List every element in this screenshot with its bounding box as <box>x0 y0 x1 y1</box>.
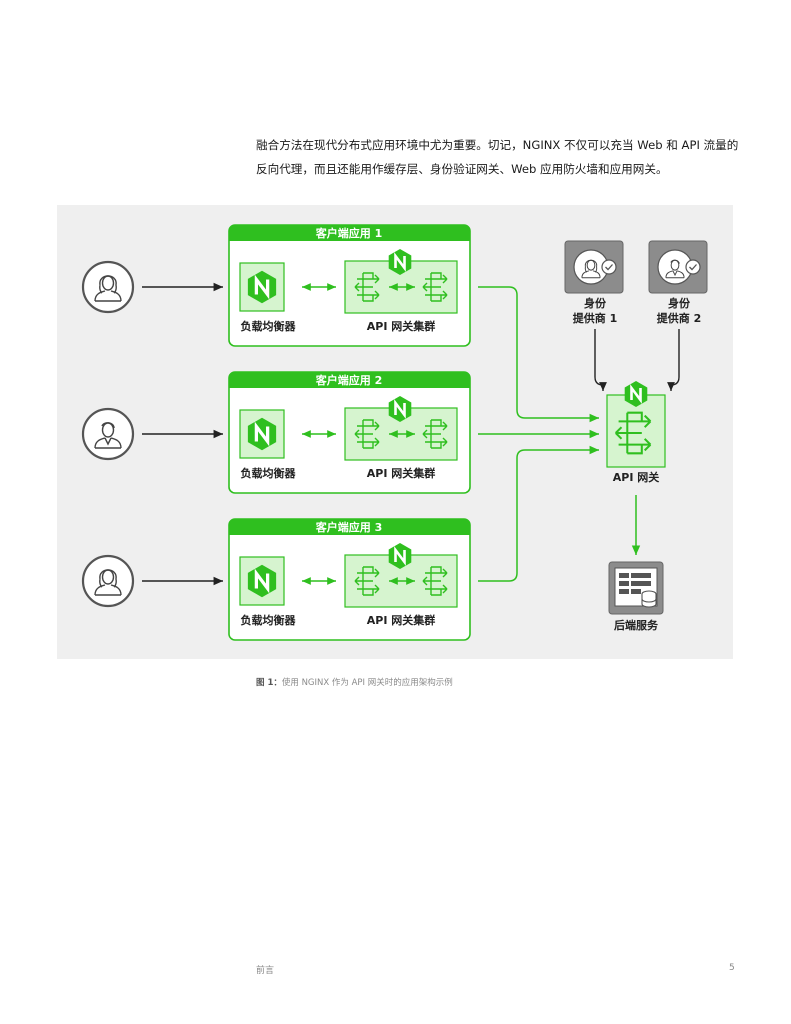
cluster-label-3: API 网关集群 <box>367 613 436 627</box>
architecture-diagram: 客户端应用 1 负载均衡器 API 网关集群 客户端应用 2 负载均衡器 API… <box>81 224 708 641</box>
backend-service <box>608 561 664 615</box>
architecture-figure: 客户端应用 1 负载均衡器 API 网关集群 客户端应用 2 负载均衡器 API… <box>57 205 733 659</box>
caption-prefix: 图 1： <box>256 678 282 688</box>
api-gateway <box>606 379 666 468</box>
identity-provider-1 <box>564 240 624 294</box>
intro-line-2: 反向代理，而且还能用作缓存层、身份验证网关、Web 应用防火墙和应用网关。 <box>256 162 668 176</box>
client-app-title-2: 客户端应用 2 <box>315 373 382 387</box>
figure-caption: 图 1：使用 NGINX 作为 API 网关时的应用架构示例 <box>256 676 453 688</box>
footer-section: 前言 <box>256 966 275 976</box>
caption-text: 使用 NGINX 作为 API 网关时的应用架构示例 <box>281 678 453 688</box>
cluster-label-2: API 网关集群 <box>367 466 436 480</box>
client-app-title-1: 客户端应用 1 <box>315 226 382 240</box>
client-app-title-3: 客户端应用 3 <box>315 520 382 534</box>
idp1-line1: 身份 <box>584 296 607 310</box>
api-gateway-label: API 网关 <box>613 470 660 484</box>
intro-line-1: 融合方法在现代分布式应用环境中尤为重要。切记，NGINX 不仅可以充当 Web … <box>256 138 739 152</box>
lb-label-2: 负载均衡器 <box>241 466 297 480</box>
page-number: 5 <box>729 963 735 973</box>
idp2-line1: 身份 <box>668 296 691 310</box>
flow-line-1 <box>478 286 599 423</box>
flow-line-3 <box>478 445 599 582</box>
lb-label-1: 负载均衡器 <box>241 319 297 333</box>
user-icon <box>81 554 135 608</box>
user-icon <box>81 260 135 314</box>
lb-label-3: 负载均衡器 <box>241 613 297 627</box>
identity-provider-2 <box>648 240 708 294</box>
backend-label: 后端服务 <box>614 618 659 632</box>
idp2-line2: 提供商 2 <box>657 311 701 325</box>
intro-paragraph: 融合方法在现代分布式应用环境中尤为重要。切记，NGINX 不仅可以充当 Web … <box>256 133 746 181</box>
user-icon <box>81 407 135 461</box>
idp1-line2: 提供商 1 <box>573 311 617 325</box>
cluster-label-1: API 网关集群 <box>367 319 436 333</box>
